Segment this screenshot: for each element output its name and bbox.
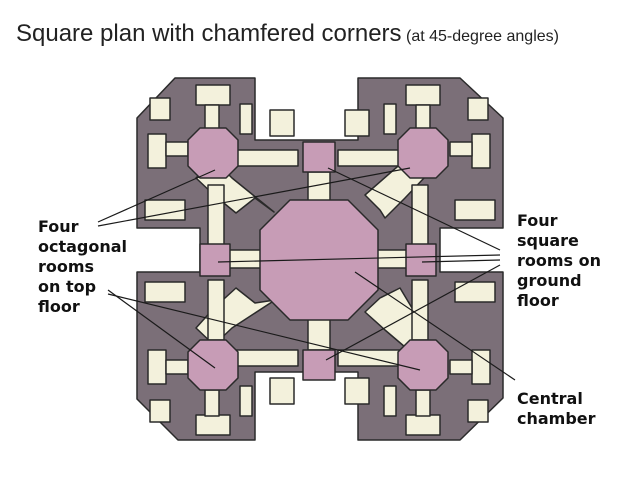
label-line: floor [517, 291, 559, 310]
label-line: Central [517, 389, 583, 408]
square-room-bottom [302, 349, 336, 381]
slide-title: Square plan with chamfered corners (at 4… [16, 20, 559, 48]
leader-line-octagonal-2 [97, 167, 411, 227]
title-main: Square plan with chamfered corners [16, 20, 402, 47]
label-line: on top [38, 277, 97, 296]
leader-line-square-2 [217, 254, 501, 263]
leader-line-square-1 [327, 167, 501, 251]
label-square-rooms: Four square rooms on ground floor [517, 211, 601, 311]
label-line: Four [517, 211, 558, 230]
leader-line-octagonal-4 [107, 293, 421, 371]
leader-line-octagonal-3 [107, 289, 216, 369]
corridors [144, 84, 496, 436]
label-line: ground [517, 271, 582, 290]
octagonal-room-bottom-right [397, 339, 449, 391]
square-room-left [199, 243, 231, 277]
square-room-top [302, 141, 336, 173]
leader-line-square-4 [325, 264, 501, 361]
label-line: chamber [517, 409, 596, 428]
label-line: Four [38, 217, 79, 236]
square-room-right [405, 243, 437, 277]
label-line: octagonal [38, 237, 128, 256]
leader-line-central [354, 271, 516, 381]
leader-line-square-3 [421, 259, 501, 263]
octagonal-room-top-right [397, 127, 449, 179]
octagonal-room-top-left [187, 127, 239, 179]
label-line: rooms [38, 257, 95, 276]
label-octagonal-rooms: Four octagonal rooms on top floor [38, 217, 127, 317]
label-line: floor [38, 297, 80, 316]
label-central-chamber: Central chamber [517, 389, 596, 429]
octagonal-room-bottom-left [187, 339, 239, 391]
title-subtitle: (at 45-degree angles) [406, 28, 559, 45]
label-line: square [517, 231, 579, 250]
label-line: rooms on [517, 251, 602, 270]
leader-line-octagonal-1 [97, 169, 216, 223]
